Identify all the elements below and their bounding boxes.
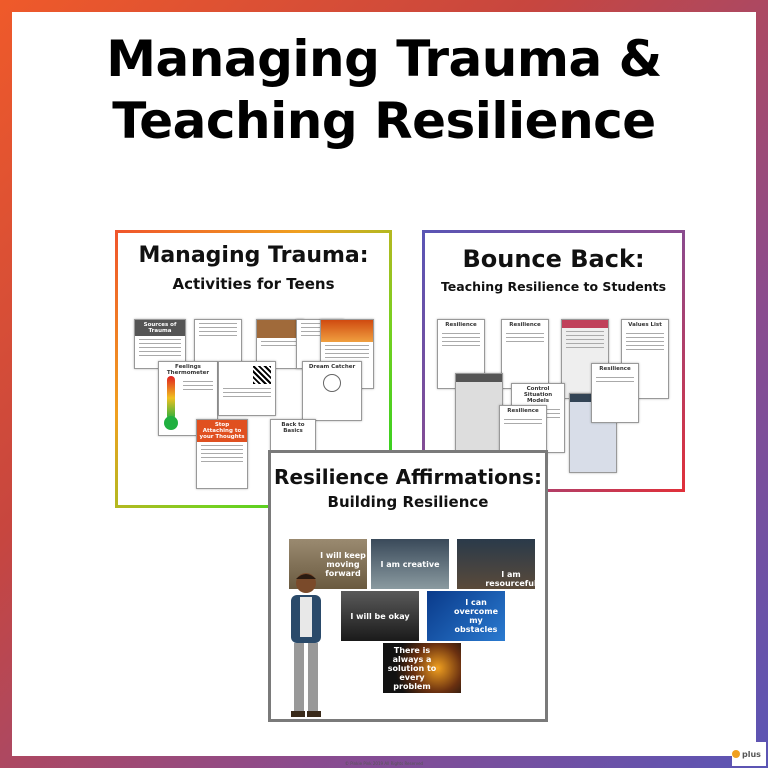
card-title: Bounce Back: [462, 245, 645, 273]
preview-heading: Resilience [507, 408, 539, 414]
affirmation-card: There is always a solution to every prob… [383, 643, 461, 693]
preview-heading: Values List [628, 322, 662, 328]
stop-attaching-page: Stop Attaching to your Thoughts [196, 419, 248, 489]
preview-page: Resilience [591, 363, 639, 423]
affirmation-text: I am creative [380, 559, 440, 569]
affirmation-text: There is always a solution to every prob… [387, 645, 437, 691]
copyright-text: © Pinkie Pink 2019 All Rights Reserved [344, 761, 424, 766]
page-title: Managing Trauma & Teaching Resilience [0, 28, 768, 152]
dream-catcher-page: Dream Catcher [302, 361, 362, 421]
preview-heading: Feelings Thermometer [166, 364, 210, 376]
affirmation-text: I will be okay [350, 611, 410, 621]
card-subtitle: Building Resilience [327, 493, 489, 511]
affirmation-card: I am resourceful [457, 539, 537, 589]
back-to-basics-page: Back to Basics [270, 419, 316, 451]
preview-heading: Sources of Trauma [135, 320, 185, 336]
student-figure [291, 573, 321, 717]
values-list-page: Values List [621, 319, 669, 399]
affirmation-card: I can overcome my obstacles [427, 591, 505, 641]
logo-text: plus [742, 749, 761, 759]
affirmation-text: I am resourceful [485, 570, 537, 588]
brand-logo: plus [732, 742, 766, 766]
resilience-affirmations-card: Resilience Affirmations: Building Resili… [268, 450, 548, 722]
preview-heading: Resilience [599, 366, 631, 372]
preview-page: Sources of Trauma [134, 319, 186, 369]
affirmation-card: I will be okay [341, 591, 419, 641]
managing-trauma-card: Managing Trauma: Activities for Teens So… [115, 230, 392, 508]
preview-heading: Stop Attaching to your Thoughts [197, 420, 247, 442]
title-line-1: Managing Trauma & [106, 30, 662, 88]
affirmation-card: I am creative [371, 539, 449, 589]
card-title: Resilience Affirmations: [274, 465, 542, 489]
preview-heading: Resilience [445, 322, 477, 328]
title-line-2: Teaching Resilience [112, 92, 656, 150]
preview-heading: Dream Catcher [308, 364, 356, 370]
affirmation-text: I can overcome my obstacles [453, 598, 499, 634]
affirmation-text: I will keep moving forward [320, 550, 366, 578]
preview-heading: Resilience [509, 322, 541, 328]
preview-page [218, 361, 276, 416]
logo-icon [732, 750, 740, 758]
preview-page: Resilience [501, 319, 549, 389]
card-subtitle: Teaching Resilience to Students [440, 279, 667, 294]
card-title: Managing Trauma: [138, 243, 369, 268]
preview-heading: Back to Basics [281, 422, 305, 434]
bounce-back-card: Bounce Back: Teaching Resilience to Stud… [422, 230, 685, 492]
card-subtitle: Activities for Teens [172, 275, 335, 293]
preview-heading: Control Situation Models [523, 386, 553, 404]
preview-page [194, 319, 242, 369]
